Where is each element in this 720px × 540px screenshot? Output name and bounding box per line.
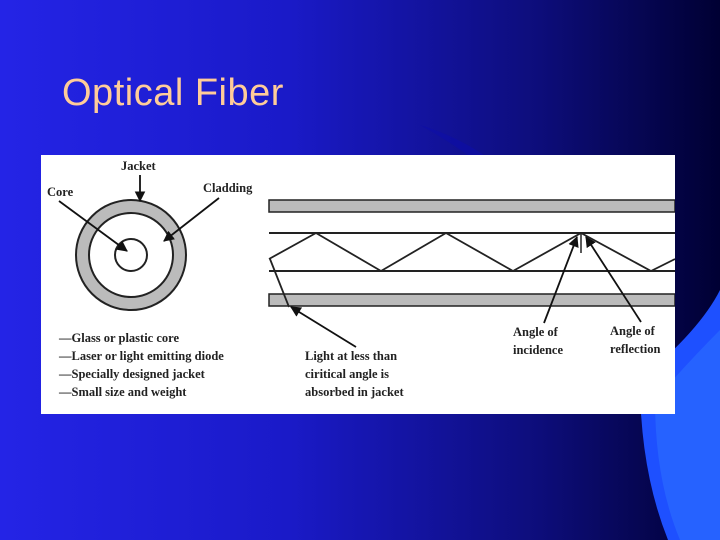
angle-incidence-line-1: Angle of [513,325,559,339]
optical-fiber-figure: Jacket Core Cladding —Glass or plastic c… [41,155,675,414]
reflection-arrow [585,236,642,323]
bullet-size: —Small size and weight [58,385,187,399]
absorbed-arrow [290,306,357,348]
top-jacket-band [268,199,675,213]
bullet-light-source: —Laser or light emitting diode [58,349,224,363]
slide-title: Optical Fiber [62,72,284,114]
core-arrow [58,200,128,252]
bottom-jacket-band [268,293,675,307]
cross-section [75,199,187,311]
core-label: Core [47,185,74,199]
bullet-jacket: —Specially designed jacket [58,367,206,381]
core-circle [114,238,148,272]
angle-incidence-line-2: incidence [513,343,563,357]
absorbed-note-line-3: absorbed in jacket [305,385,404,399]
angle-reflection-line-1: Angle of [610,324,656,338]
reflected-light-ray [268,231,675,273]
cladding-label: Cladding [203,181,253,195]
jacket-label: Jacket [121,159,157,173]
cladding-arrow [163,197,220,242]
fiber-diagram: Jacket Core Cladding —Glass or plastic c… [47,159,675,399]
absorbed-light-ray [269,258,290,308]
absorbed-note-line-1: Light at less than [305,349,397,363]
absorbed-note-line-2: ciritical angle is [305,367,389,381]
angle-reflection-line-2: reflection [610,342,660,356]
incidence-arrow [543,235,579,324]
bullet-core: —Glass or plastic core [58,331,179,345]
fiber-longitudinal [268,199,675,308]
